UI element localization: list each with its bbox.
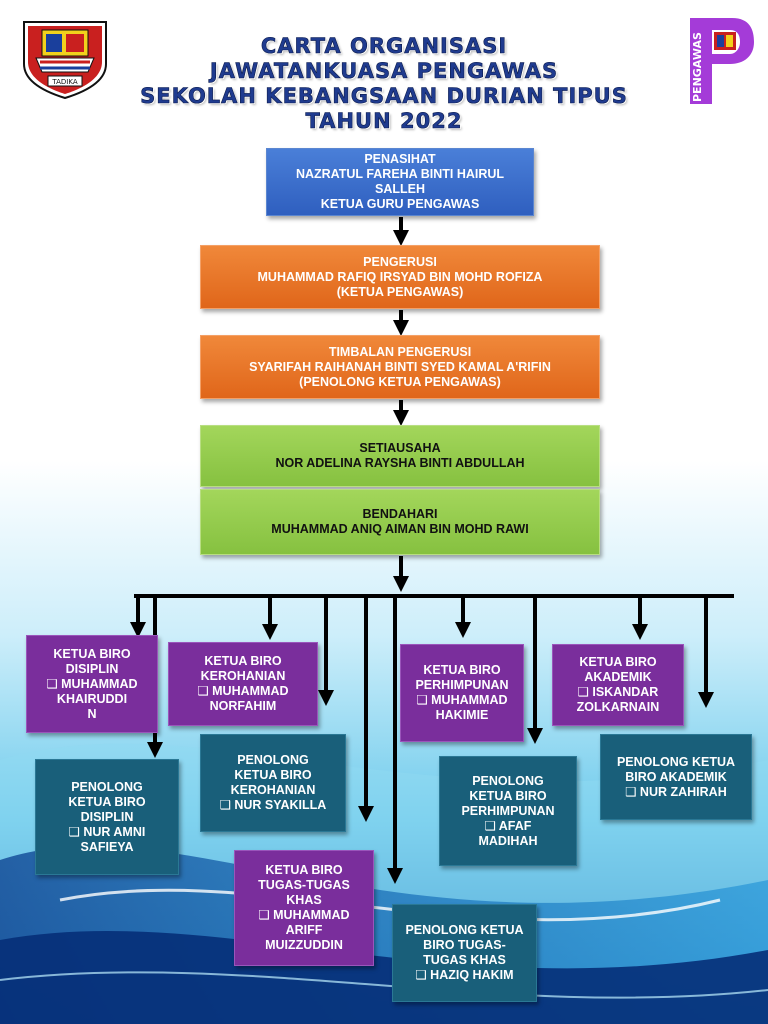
biro-disiplin-asst-line: KETUA BIRO	[68, 794, 146, 809]
biro-kerohanian-head-line: KETUA BIRO	[204, 654, 282, 668]
biro-akademik-asst-line: PENOLONG KETUA	[616, 754, 736, 769]
biro-disiplin-asst-line: PENOLONG	[71, 779, 143, 794]
biro-tugas-asst-line: BIRO TUGAS-	[423, 938, 506, 952]
biro-tugas-head-box: KETUA BIRO TUGAS-TUGAS KHAS ❑ MUHAMMAD A…	[234, 850, 374, 966]
biro-kerohanian-head-line: NORFAHIM	[209, 699, 277, 713]
setiausaha-name: NOR ADELINA RAYSHA BINTI ABDULLAH	[275, 456, 525, 470]
biro-disiplin-asst-line: DISIPLIN	[80, 809, 134, 824]
pengerusi-box: PENGERUSI MUHAMMAD RAFIQ IRSYAD BIN MOHD…	[200, 245, 600, 309]
biro-perhimpunan-head-line: ❑ MUHAMMAD	[416, 693, 508, 707]
biro-akademik-head-box: KETUA BIRO AKADEMIK ❑ ISKANDAR ZOLKARNAI…	[552, 644, 684, 726]
school-crest-icon: TADIKA	[23, 21, 107, 100]
biro-disiplin-head-line: KHAIRUDDI	[56, 691, 128, 706]
pengerusi-name: MUHAMMAD RAFIQ IRSYAD BIN MOHD ROFIZA	[257, 269, 543, 284]
biro-perhimpunan-head-line: HAKIMIE	[435, 708, 489, 722]
biro-kerohanian-asst-box: PENOLONG KETUA BIRO KEROHANIAN ❑ NUR SYA…	[200, 734, 346, 832]
biro-perhimpunan-asst-line: PENOLONG	[472, 773, 544, 788]
biro-disiplin-asst-line: SAFIEYA	[80, 839, 134, 854]
penasihat-name-1: NAZRATUL FAREHA BINTI HAIRUL	[295, 167, 505, 181]
biro-perhimpunan-head-line: KETUA BIRO	[423, 663, 501, 677]
biro-tugas-asst-line: ❑ HAZIQ HAKIM	[415, 968, 514, 982]
biro-akademik-head-line: ❑ ISKANDAR	[577, 685, 659, 699]
biro-perhimpunan-head-box: KETUA BIRO PERHIMPUNAN ❑ MUHAMMAD HAKIMI…	[400, 644, 524, 742]
penasihat-role: PENASIHAT	[364, 152, 436, 166]
bendahari-box: BENDAHARI MUHAMMAD ANIQ AIMAN BIN MOHD R…	[200, 489, 600, 555]
biro-perhimpunan-asst-line: MADIHAH	[478, 833, 538, 848]
biro-kerohanian-asst-line: KEROHANIAN	[230, 783, 316, 797]
biro-disiplin-head-box: KETUA BIRO DISIPLIN ❑ MUHAMMAD KHAIRUDDI…	[26, 635, 158, 733]
biro-kerohanian-head-line: ❑ MUHAMMAD	[197, 684, 289, 698]
pengerusi-role: PENGERUSI	[363, 254, 437, 269]
title-line-2: JAWATANKUASA PENGAWAS	[209, 59, 559, 84]
timbalan-role: TIMBALAN PENGERUSI	[328, 344, 472, 359]
biro-akademik-head-line: KETUA BIRO	[579, 655, 657, 669]
biro-tugas-asst-line: TUGAS KHAS	[423, 953, 506, 967]
biro-perhimpunan-head-line: PERHIMPUNAN	[415, 678, 509, 692]
biro-kerohanian-asst-line: KETUA BIRO	[234, 768, 312, 782]
penasihat-name-2: SALLEH	[375, 182, 425, 196]
penasihat-box: PENASIHAT NAZRATUL FAREHA BINTI HAIRUL S…	[266, 148, 534, 216]
timbalan-box: TIMBALAN PENGERUSI SYARIFAH RAIHANAH BIN…	[200, 335, 600, 399]
biro-disiplin-asst-line: ❑ NUR AMNI	[68, 824, 146, 839]
timbalan-title: (PENOLONG KETUA PENGAWAS)	[299, 374, 501, 389]
biro-perhimpunan-asst-line: ❑ AFAF	[484, 818, 532, 833]
title-line-4: TAHUN 2022	[305, 109, 463, 134]
setiausaha-box: SETIAUSAHA NOR ADELINA RAYSHA BINTI ABDU…	[200, 425, 600, 487]
biro-tugas-head-line: KHAS	[286, 893, 322, 907]
biro-kerohanian-asst-line: ❑ NUR SYAKILLA	[219, 798, 327, 812]
chart-title: CARTA ORGANISASI JAWATANKUASA PENGAWAS S…	[100, 34, 668, 134]
biro-disiplin-head-line: ❑ MUHAMMAD	[46, 676, 138, 691]
biro-disiplin-head-line: KETUA BIRO	[53, 646, 131, 661]
title-line-1: CARTA ORGANISASI	[260, 34, 508, 59]
pengawas-badge-icon: PENGAWAS SKDT	[690, 18, 754, 104]
biro-perhimpunan-asst-line: KETUA BIRO	[469, 788, 547, 803]
biro-disiplin-asst-box: PENOLONG KETUA BIRO DISIPLIN ❑ NUR AMNI …	[35, 759, 179, 875]
biro-perhimpunan-asst-line: PERHIMPUNAN	[461, 803, 555, 818]
biro-tugas-head-line: MUIZZUDDIN	[265, 938, 343, 952]
biro-akademik-asst-box: PENOLONG KETUA BIRO AKADEMIK ❑ NUR ZAHIR…	[600, 734, 752, 820]
crest-motto: TADIKA	[51, 78, 77, 86]
biro-akademik-asst-line: ❑ NUR ZAHIRAH	[625, 784, 727, 799]
biro-tugas-head-line: ARIFF	[285, 923, 323, 937]
biro-akademik-head-line: ZOLKARNAIN	[576, 700, 660, 714]
biro-akademik-head-line: AKADEMIK	[584, 670, 652, 684]
timbalan-name: SYARIFAH RAIHANAH BINTI SYED KAMAL A'RIF…	[249, 359, 551, 374]
bendahari-name: MUHAMMAD ANIQ AIMAN BIN MOHD RAWI	[271, 522, 529, 536]
biro-disiplin-head-line: DISIPLIN	[65, 661, 119, 676]
badge-vertical-text: PENGAWAS	[691, 32, 704, 102]
biro-tugas-head-line: KETUA BIRO	[265, 863, 343, 877]
biro-kerohanian-head-line: KEROHANIAN	[200, 669, 286, 683]
setiausaha-role: SETIAUSAHA	[359, 441, 441, 455]
pengerusi-title: (KETUA PENGAWAS)	[336, 284, 464, 299]
biro-kerohanian-asst-line: PENOLONG	[237, 753, 309, 767]
penasihat-title: KETUA GURU PENGAWAS	[320, 197, 480, 211]
badge-short-text: SKDT	[712, 69, 740, 79]
bendahari-role: BENDAHARI	[362, 507, 438, 521]
biro-tugas-head-line: ❑ MUHAMMAD	[258, 908, 350, 922]
biro-kerohanian-head-box: KETUA BIRO KEROHANIAN ❑ MUHAMMAD NORFAHI…	[168, 642, 318, 726]
biro-perhimpunan-asst-box: PENOLONG KETUA BIRO PERHIMPUNAN ❑ AFAF M…	[439, 756, 577, 866]
biro-tugas-head-line: TUGAS-TUGAS	[258, 878, 350, 892]
biro-tugas-asst-box: PENOLONG KETUA BIRO TUGAS- TUGAS KHAS ❑ …	[392, 904, 537, 1002]
biro-tugas-asst-line: PENOLONG KETUA	[405, 923, 524, 937]
biro-akademik-asst-line: BIRO AKADEMIK	[625, 769, 727, 784]
biro-disiplin-head-line: N	[87, 706, 97, 721]
title-line-3: SEKOLAH KEBANGSAAN DURIAN TIPUS	[140, 84, 628, 109]
